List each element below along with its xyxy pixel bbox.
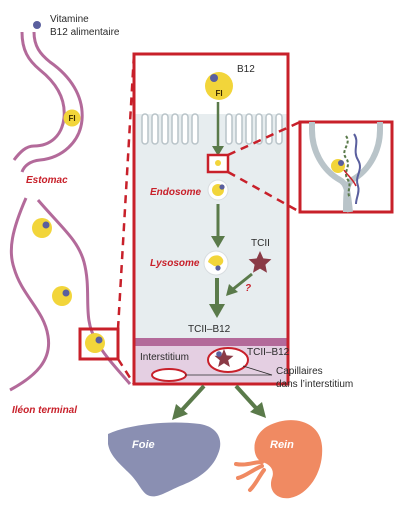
arrow-to-liver-head — [172, 404, 188, 420]
ileum-fi-2 — [52, 286, 72, 306]
lysosome-b12 — [215, 265, 221, 271]
zoom-line-bottom — [116, 358, 136, 385]
label-b12: B12 — [237, 64, 255, 75]
receptor-complex — [215, 160, 221, 166]
kidney-vessels — [234, 460, 266, 492]
lysosome-degraded-fi — [208, 255, 224, 267]
inset-b12 — [338, 160, 344, 166]
enterocyte-frame — [132, 52, 290, 386]
label-vitamine-line1: Vitamine — [50, 14, 89, 25]
microvilli — [141, 113, 283, 145]
label-question: ? — [245, 283, 251, 294]
ileum-right-wall — [36, 199, 132, 385]
arrow-to-kidney-head — [250, 402, 266, 418]
label-tcii-b12: TCII–B12 — [188, 324, 231, 335]
interstitium-tcii-star — [214, 349, 234, 367]
interstitium-b12 — [216, 351, 222, 357]
label-vitamine-line2: B12 alimentaire — [50, 27, 120, 38]
ileum-fi-1 — [32, 218, 52, 238]
interstitium-capillary-small — [151, 368, 187, 382]
ileum-zoom-box — [78, 327, 120, 361]
inset-amnionless-red — [343, 169, 357, 187]
stomach-fi-label: FI — [68, 114, 75, 123]
kidney — [254, 420, 323, 499]
arrow-to-lysosome-head — [211, 236, 225, 248]
label-capillaires-line2: dans l’interstitium — [276, 379, 353, 390]
zoom-line-top — [116, 53, 136, 330]
label-rein: Rein — [270, 439, 294, 451]
stomach-fi — [63, 109, 81, 127]
arrow-to-kidney — [234, 384, 258, 410]
label-tcii-b12-interstitium: TCII–B12 — [247, 347, 290, 358]
b12-on-fi — [210, 74, 218, 82]
ileum-b12-2 — [62, 289, 70, 297]
dietary-b12-dot — [33, 21, 41, 29]
ileum-b12-1 — [42, 221, 50, 229]
liver — [108, 422, 221, 497]
label-lysosome: Lysosome — [150, 258, 200, 269]
arrow-tcii-combine — [231, 272, 253, 292]
label-ileon: Iléon terminal — [12, 405, 77, 416]
arrow-to-liver — [180, 384, 206, 412]
ileum-left-wall — [9, 197, 51, 392]
ileum-fi-3 — [85, 333, 105, 353]
arrow-to-receptor-head — [212, 146, 224, 156]
ileum-b12-3 — [95, 336, 103, 344]
label-foie: Foie — [132, 439, 155, 451]
fi-label-cell: FI — [215, 89, 222, 98]
label-endosome: Endosome — [150, 187, 202, 198]
label-estomac: Estomac — [26, 175, 68, 186]
label-capillaires-line1: Capillaires — [276, 366, 323, 377]
tcii-star — [248, 251, 272, 273]
basolateral-membrane — [134, 338, 288, 346]
inset-receptor-blue — [353, 133, 361, 205]
arrow-to-tcii-b12-head — [209, 304, 225, 318]
stomach-inner-wall — [20, 31, 84, 173]
capillaires-leader-2 — [242, 365, 273, 376]
endosome-b12 — [219, 184, 225, 190]
arrow-tcii-combine-head — [226, 284, 238, 296]
inset-cubilin-green — [343, 135, 351, 199]
label-interstitium: Interstitium — [140, 352, 189, 363]
label-tcii: TCII — [251, 238, 270, 249]
